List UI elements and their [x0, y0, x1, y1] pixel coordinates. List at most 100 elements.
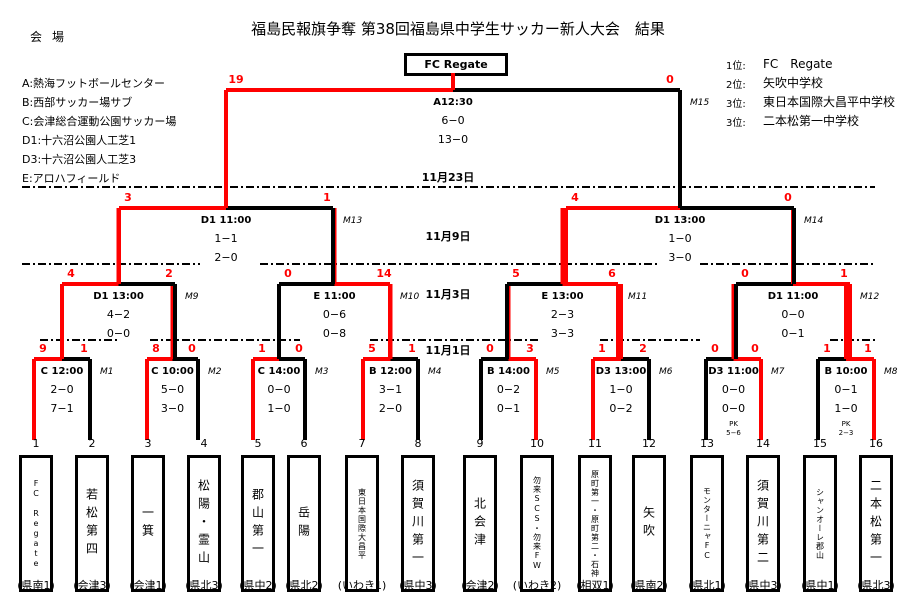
half-score-2: 2−0 [214, 251, 237, 264]
match-id: M14 [804, 216, 823, 226]
team-box: 須賀川第二 [746, 455, 780, 592]
half-score-2: 3−0 [161, 402, 184, 415]
team-name: 勿来SCS・勿来FW [532, 476, 542, 571]
team-number: 1 [32, 437, 40, 450]
half-score-2: 0−0 [722, 402, 745, 415]
score-left: 5 [512, 267, 520, 280]
team-name: 一箕 [140, 505, 155, 542]
rank-place-3a: 3位: [726, 99, 746, 110]
team-number: 15 [813, 437, 827, 450]
team-box: 東日本国際大昌平 [345, 455, 379, 592]
team-box: モンターニャFC [690, 455, 724, 592]
team-number: 12 [642, 437, 656, 450]
team-name: FC Regate [31, 478, 41, 569]
match-id: M11 [628, 292, 647, 302]
date-label: 11月3日 [426, 288, 471, 301]
score-left: 3 [124, 191, 132, 204]
team-region: (県中1) [801, 579, 839, 592]
score-left: 0 [741, 267, 749, 280]
team-region: (会津1) [129, 579, 167, 592]
team-name: 矢吹 [641, 505, 656, 542]
half-score-1: 5−0 [161, 383, 184, 396]
half-score-2: 0−0 [107, 327, 130, 340]
team-region: (会津2) [461, 579, 499, 592]
team-number: 3 [144, 437, 152, 450]
date-label: 11月9日 [426, 230, 471, 243]
score-right: 0 [295, 342, 303, 355]
half-score-1: 2−3 [551, 308, 574, 321]
match-id: M6 [659, 367, 673, 377]
half-score-1: 0−1 [834, 383, 857, 396]
score-right: 14 [376, 267, 392, 280]
team-region: (県北3) [185, 579, 223, 592]
team-box: 松陽・霊山 [187, 455, 221, 592]
team-name: 原町第一・原町第二・石神 [590, 469, 600, 578]
team-number: 13 [700, 437, 714, 450]
team-number: 16 [869, 437, 883, 450]
venue-heading: 会場 [30, 30, 75, 44]
half-score-1: 0−0 [267, 383, 290, 396]
match-venue-time: D3 13:00 [596, 366, 647, 377]
score-left: 9 [39, 342, 47, 355]
team-name: 須賀川第一 [410, 478, 425, 569]
match-venue-time: A12:30 [433, 97, 473, 108]
pk-label: PK [729, 420, 738, 428]
team-number: 6 [300, 437, 308, 450]
half-score-2: 7−1 [50, 402, 73, 415]
team-region: (いわき1) [337, 579, 387, 592]
half-score-2: 3−3 [551, 327, 574, 340]
team-name: モンターニャFC [702, 486, 712, 561]
match-id: M10 [400, 292, 419, 302]
venue-b: B:西部サッカー場サブ [22, 96, 133, 109]
half-score-1: 0−2 [497, 383, 520, 396]
team-number: 10 [530, 437, 544, 450]
team-name: 須賀川第二 [755, 478, 770, 569]
pk-label: PK [842, 420, 851, 428]
match-venue-time: B 12:00 [369, 366, 412, 377]
team-region: (相双1) [576, 579, 614, 592]
score-left: 4 [67, 267, 75, 280]
half-score-1: 3−1 [379, 383, 402, 396]
match-venue-time: C 14:00 [258, 366, 301, 377]
team-box: 須賀川第一 [401, 455, 435, 592]
match-venue-time: D1 13:00 [93, 291, 144, 302]
page-title: 福島民報旗争奪 第38回福島県中学生サッカー新人大会 結果 [251, 20, 665, 38]
half-score-2: 0−8 [323, 327, 346, 340]
half-score-1: 0−6 [323, 308, 346, 321]
team-name: 二本松第一 [868, 478, 883, 569]
half-score-2: 3−0 [668, 251, 691, 264]
team-name: 郡山第一 [250, 487, 265, 560]
half-score-1: 0−0 [781, 308, 804, 321]
pk-score: 2−3 [839, 429, 854, 437]
team-region: (県北2) [285, 579, 323, 592]
score-right: 1 [408, 342, 416, 355]
venue-e: E:アロハフィールド [22, 172, 121, 185]
rank-team-2: 矢吹中学校 [763, 76, 824, 90]
team-region: (県中3) [399, 579, 437, 592]
team-box: 二本松第一 [859, 455, 893, 592]
match-id: M2 [208, 367, 222, 377]
half-score-1: 0−0 [722, 383, 745, 396]
rank-team-3a: 東日本国際大昌平中学校 [763, 95, 896, 109]
half-score-1: 4−2 [107, 308, 130, 321]
match-venue-time: B 10:00 [825, 366, 868, 377]
match-venue-time: C 12:00 [41, 366, 84, 377]
half-score-2: 1−0 [267, 402, 290, 415]
score-right: 1 [80, 342, 88, 355]
match-venue-time: C 10:00 [151, 366, 194, 377]
match-venue-time: B 14:00 [487, 366, 530, 377]
score-right: 0 [666, 73, 674, 86]
half-score-2: 13−0 [438, 133, 468, 146]
team-region: (県中3) [744, 579, 782, 592]
team-number: 9 [476, 437, 484, 450]
score-left: 0 [486, 342, 494, 355]
match-id: M9 [185, 292, 199, 302]
pk-score: 5−6 [726, 429, 741, 437]
rank-place-3b: 3位: [726, 118, 746, 129]
team-box: 郡山第一 [241, 455, 275, 592]
match-id: M12 [860, 292, 879, 302]
champion-box: FC Regate [404, 53, 508, 76]
team-region: (会津3) [73, 579, 111, 592]
match-id: M3 [315, 367, 329, 377]
